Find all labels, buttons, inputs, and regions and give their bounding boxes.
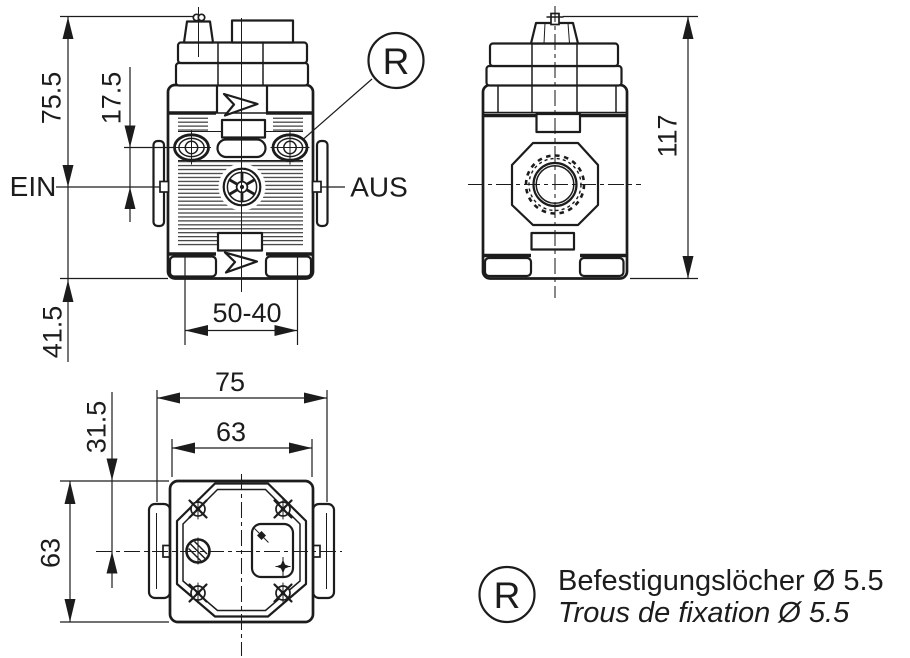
legend-r-letter: R	[494, 575, 521, 616]
bottom-view	[96, 474, 342, 656]
r-callout-letter: R	[383, 41, 410, 82]
legend-line-fr: Trous de fixation Ø 5.5	[558, 597, 850, 629]
legend-r-circle	[478, 565, 536, 624]
dim-41-5-label: 41.5	[38, 306, 68, 359]
dim-75-label: 75	[215, 367, 245, 397]
fixing-hole-icon	[188, 582, 208, 604]
orientation-mark-icon	[276, 559, 290, 574]
fixing-hole-icon	[273, 582, 293, 604]
r-callout: R	[303, 31, 425, 140]
flow-arrow-icon-top	[222, 92, 259, 117]
port-stub-right	[311, 180, 322, 193]
mounting-hole-icon-left	[172, 130, 211, 165]
fixing-hole-icon	[188, 498, 208, 520]
side-view	[468, 6, 641, 298]
bottom-octagon-inner	[182, 488, 301, 612]
aus-label: AUS	[350, 172, 408, 203]
ein-label: EIN	[10, 171, 57, 202]
dim-63-left-label: 63	[36, 538, 66, 568]
solenoid-block	[230, 19, 295, 44]
fixing-hole-icons	[188, 498, 293, 604]
connector-cutout	[250, 522, 295, 579]
dim-117-label: 117	[653, 114, 683, 157]
mounting-hole-icon-right	[270, 130, 310, 165]
dim-75-5-label: 75.5	[37, 72, 67, 125]
label-plate-bottom	[216, 231, 264, 252]
side-plate-top	[535, 112, 582, 134]
front-bottom-band	[168, 252, 313, 278]
pilot-knob-side	[529, 21, 580, 45]
dim-17-5-label: 17.5	[97, 72, 127, 125]
front-dimensions: 75.5 17.5 41.5 50-40 EIN AUS R	[10, 15, 425, 362]
bottom-octagon-outer	[175, 482, 308, 618]
dim-50-40-label: 50-40	[212, 298, 281, 328]
fixing-hole-icon	[273, 498, 293, 520]
orientation-mark-icon	[257, 531, 266, 540]
side-dimensions: 117	[563, 15, 698, 280]
side-bottom-band	[483, 253, 627, 278]
legend: R Befestigungslöcher Ø 5.5 Trous de fixa…	[478, 565, 884, 629]
dim-63-inner-label: 63	[216, 417, 246, 447]
side-plate-bottom	[530, 231, 576, 251]
label-plate-top	[220, 118, 267, 139]
bottom-dimensions: 75 63 31.5 63	[36, 367, 328, 623]
side-caps	[485, 42, 623, 113]
front-top-band	[168, 85, 313, 115]
legend-line-de: Befestigungslöcher Ø 5.5	[558, 565, 884, 597]
front-view	[152, 7, 329, 292]
port-stub-left	[159, 180, 170, 193]
dim-31-5-label: 31.5	[82, 401, 112, 454]
